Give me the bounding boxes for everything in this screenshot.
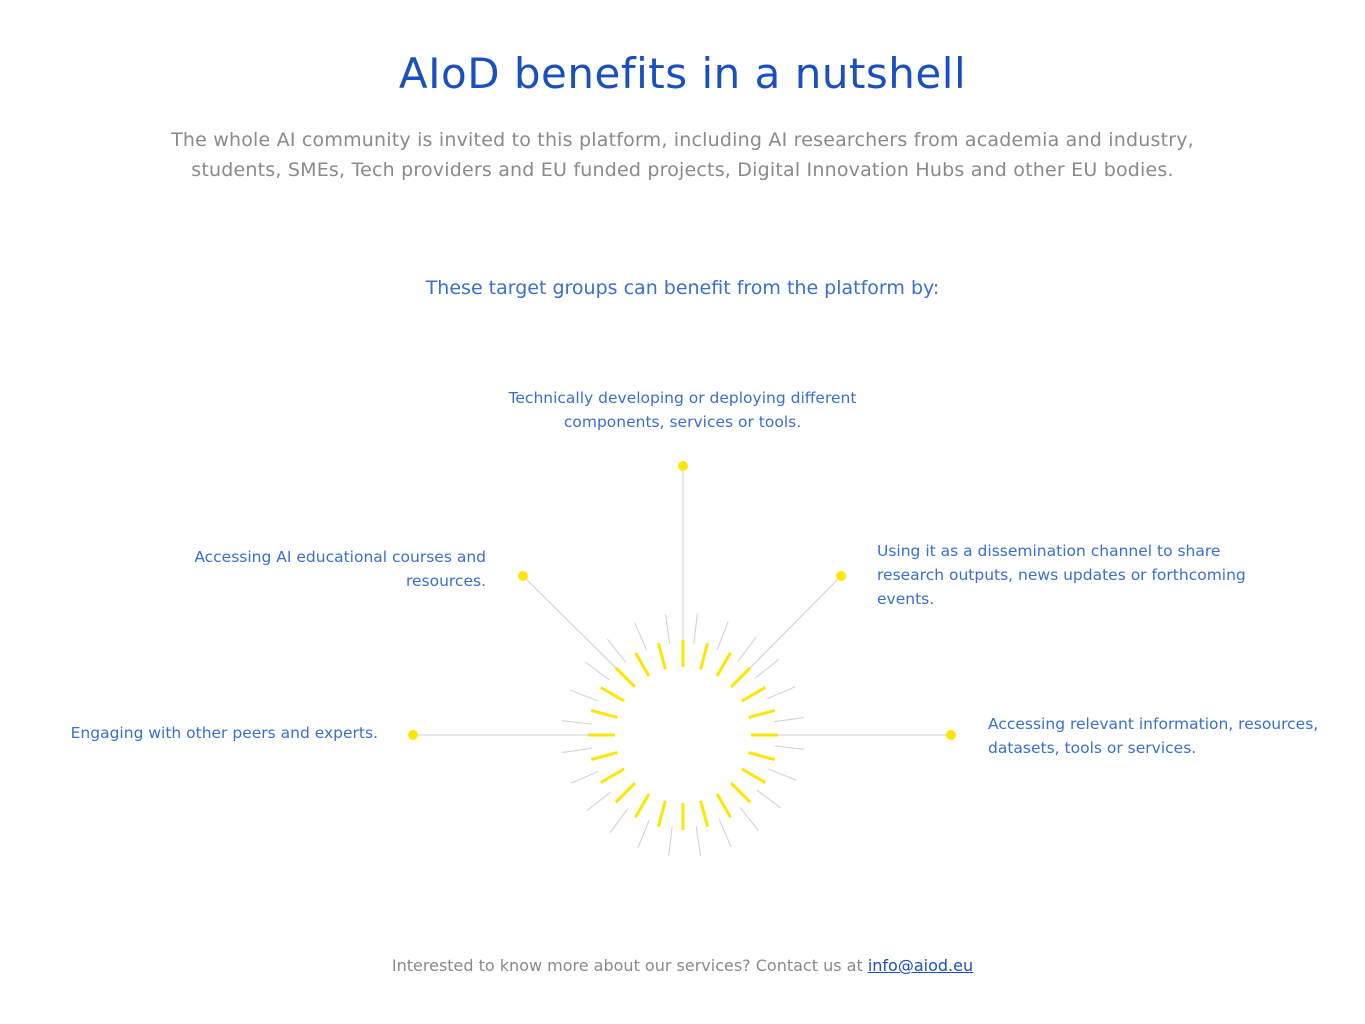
sunburst-ray-yellow [748,708,776,719]
sunburst-ray-gray [569,689,598,702]
contact-footer: Interested to know more about our servic… [0,954,1365,978]
sunburst-ray-gray [634,622,648,651]
sunburst-ray-yellow [748,751,776,762]
sunburst-rays [561,613,805,857]
benefit-educational-courses: Accessing AI educational courses and res… [194,548,486,590]
sunburst-ray-yellow [656,642,667,670]
sunburst-ray-gray [739,806,759,832]
sunburst-ray-gray [561,720,592,725]
sunburst-ray-gray [754,659,780,679]
sunburst-ray-yellow [590,708,618,719]
sunburst-ray-gray [716,621,729,650]
sunburst-ray-yellow [715,651,732,677]
sunburst-ray-gray [570,770,599,784]
sunburst-ray-gray [737,636,757,662]
sunburst-ray-gray [695,825,702,856]
connector-line-upper-right [749,575,842,669]
sunburst-ray-yellow [699,800,710,828]
connector-dot-upper-right [836,571,846,581]
sunburst-ray-gray [773,716,804,723]
sunburst-ray-yellow [599,767,625,784]
sunburst-ray-gray [718,819,732,848]
sunburst-ray-yellow [634,793,651,819]
sunburst-ray-yellow [715,793,732,819]
sunburst-ray-gray [756,789,782,809]
benefit-accessing-information: Accessing relevant information, resource… [988,715,1319,757]
sunburst-ray-gray [609,808,629,834]
contact-email-link[interactable]: info@aiod.eu [867,956,974,975]
sunburst-ray-yellow [614,782,636,804]
sunburst-ray-yellow [614,666,636,688]
sunburst-ray-yellow [656,800,667,828]
sunburst-ray-gray [668,826,673,857]
sunburst-ray-yellow [590,751,618,762]
connector-dot-upper-left [518,571,528,581]
sunburst-ray-yellow [741,767,767,784]
connector-dot-right [946,730,956,740]
sunburst-ray-gray [607,638,627,664]
sunburst-ray-gray [767,686,796,700]
benefit-developing-deploying: Technically developing or deploying diff… [508,389,857,431]
sunburst-ray-yellow [741,686,767,703]
sunburst-ray-yellow [699,642,710,670]
sunburst-ray-yellow [634,651,651,677]
sunburst-ray-gray [693,613,698,644]
intro-paragraph: The whole AI community is invited to thi… [171,129,1194,181]
sunburst-ray-gray [562,747,593,754]
sunburst-ray-yellow [730,666,752,688]
benefits-subtitle: These target groups can benefit from the… [425,277,940,299]
connector-dot-top [678,461,688,471]
connector-dot-left [408,730,418,740]
sunburst-ray-gray [586,791,612,811]
sunburst-ray-gray [768,768,797,781]
benefit-connectors [408,461,956,740]
page-title: AIoD benefits in a nutshell [398,49,967,98]
connector-line-upper-left [522,575,617,669]
sunburst-ray-gray [637,820,650,849]
sunburst-ray-gray [774,745,805,750]
benefit-dissemination-channel: Using it as a dissemination channel to s… [877,542,1246,608]
sunburst-ray-yellow [730,782,752,804]
benefit-engaging-peers: Engaging with other peers and experts. [70,724,378,742]
sunburst-ray-gray [584,661,610,681]
sunburst-ray-yellow [599,686,625,703]
contact-text: Interested to know more about our servic… [391,956,868,975]
sunburst-ray-gray [664,614,671,645]
